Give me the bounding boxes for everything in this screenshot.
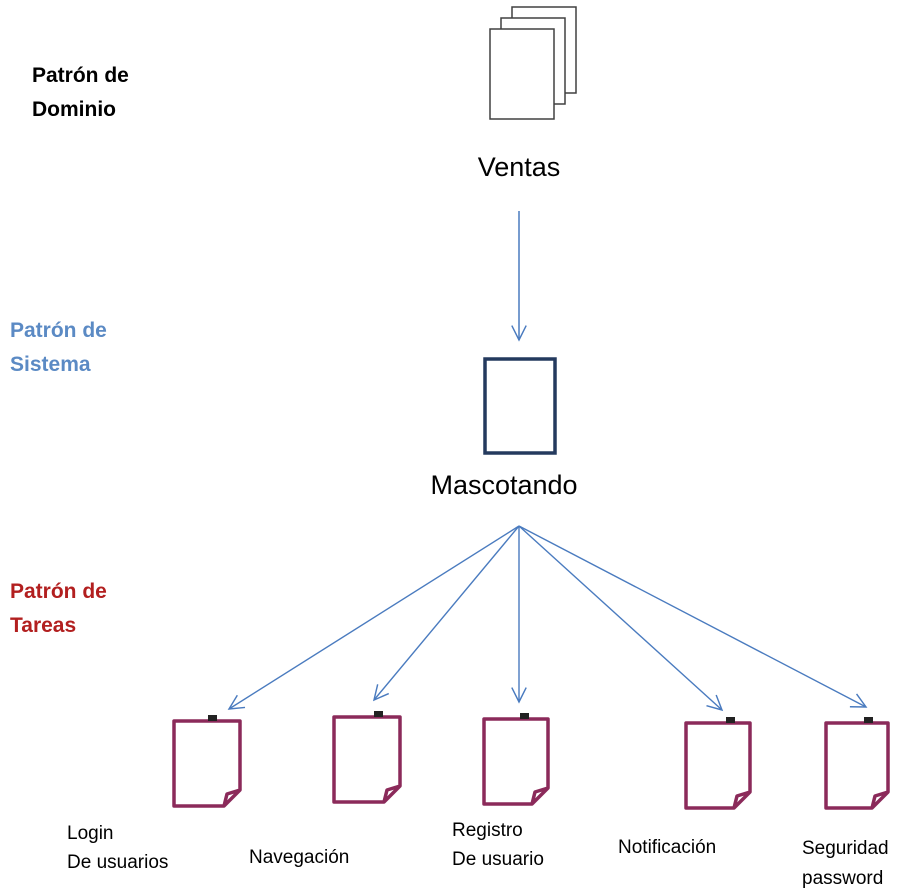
page-icon [483, 357, 557, 455]
note-page-icon [482, 717, 550, 806]
tasks-pattern-label: Patrón de Tareas [10, 580, 107, 637]
task-label-line1: Registro [452, 820, 523, 841]
task-label-line2: password [802, 868, 883, 889]
system-pattern-label-line2: Sistema [10, 353, 91, 376]
task-icon-seguridad [824, 717, 890, 810]
task-label-line2: De usuario [452, 849, 544, 870]
task-icon-notificacion [684, 717, 752, 810]
clip-icon [520, 713, 529, 719]
task-icon-login [172, 715, 242, 808]
stacked-pages-icon [489, 6, 577, 120]
domain-pattern-label-line2: Dominio [32, 98, 116, 121]
system-to-tasks-arrows [227, 525, 868, 712]
system-pattern-label-line1: Patrón de [10, 319, 107, 342]
task-label-line1: Seguridad [802, 838, 889, 859]
note-page-icon [824, 721, 890, 810]
task-label-line1: Login [67, 823, 114, 844]
task-icon-registro [482, 713, 550, 806]
clip-icon [726, 717, 735, 723]
task-label-line1: Notificación [618, 837, 716, 858]
arrow-to-seguridad [518, 525, 868, 708]
note-page-icon [332, 715, 402, 804]
domain-node-label: Ventas [478, 152, 561, 182]
task-label-login: Login De usuarios [67, 823, 168, 873]
tasks-pattern-label-line1: Patrón de [10, 580, 107, 603]
note-page-icon [684, 721, 752, 810]
note-page-icon [172, 719, 242, 808]
arrow-to-navegacion [372, 525, 520, 702]
domain-pattern-label: Patrón de Dominio [32, 64, 129, 121]
system-node-label: Mascotando [430, 470, 577, 500]
arrow-to-notificacion [518, 525, 724, 712]
task-label-seguridad: Seguridad password [802, 838, 889, 889]
task-icon-navegacion [332, 711, 402, 804]
domain-pattern-label-line1: Patrón de [32, 64, 129, 87]
system-pattern-label: Patrón de Sistema [10, 319, 107, 376]
tasks-pattern-label-line2: Tareas [10, 614, 76, 637]
clip-icon [208, 715, 217, 721]
task-label-line2: De usuarios [67, 852, 168, 873]
clip-icon [864, 717, 873, 723]
clip-icon [374, 711, 383, 717]
task-label-navegacion: Navegación [249, 847, 349, 868]
task-label-registro: Registro De usuario [452, 820, 544, 870]
task-label-notificacion: Notificación [618, 837, 716, 858]
arrow-to-login [227, 525, 520, 710]
task-label-line1: Navegación [249, 847, 349, 868]
